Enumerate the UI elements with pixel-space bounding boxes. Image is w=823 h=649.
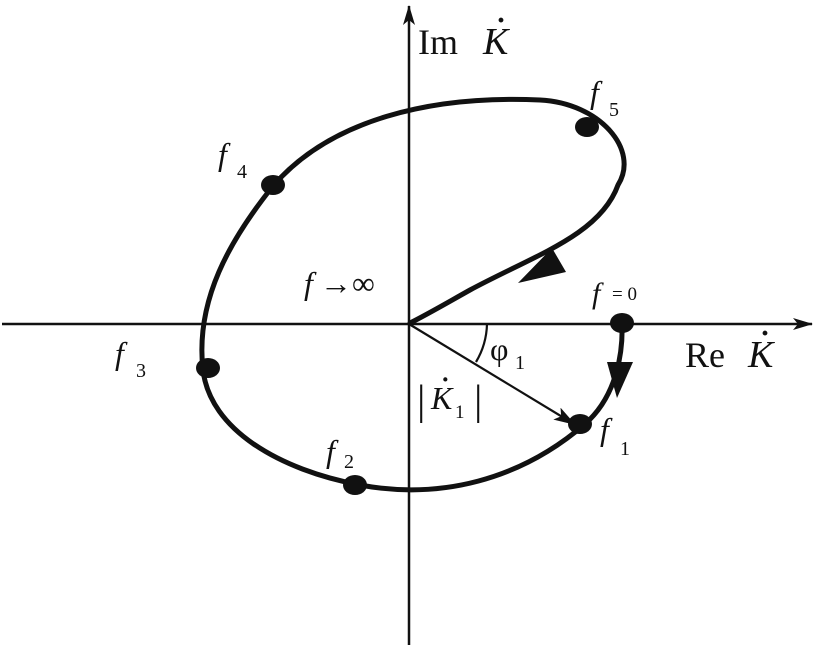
frequency-locus: [199, 96, 627, 493]
label-finf-symbol: f: [304, 265, 317, 301]
phase-angle-arc: [475, 323, 489, 363]
label-f1-symbol: f: [600, 411, 613, 447]
re-axis-k-dot: ·: [760, 317, 770, 350]
re-axis-k: K: [747, 334, 775, 376]
label-f5-index: 5: [609, 99, 619, 121]
phase-symbol: φ: [490, 331, 508, 367]
point-f5: [575, 117, 599, 137]
magnitude-k: K: [430, 380, 454, 416]
point-f0: [610, 313, 634, 333]
im-axis-k: K: [482, 21, 510, 63]
magnitude-k-dot: ·: [441, 365, 450, 394]
label-f4-symbol: f: [218, 136, 231, 172]
magnitude-bar-right: |: [474, 378, 482, 424]
label-f2-symbol: f: [326, 433, 339, 469]
phase-index: 1: [515, 352, 525, 374]
point-f2: [343, 475, 367, 495]
label-f4-index: 4: [237, 161, 247, 183]
re-axis-label: Re: [685, 335, 725, 375]
im-axis-label: Im: [418, 22, 458, 62]
im-axis-k-dot: ·: [496, 4, 506, 37]
label-f3-symbol: f: [115, 335, 128, 371]
label-f0-suffix: = 0: [612, 284, 637, 305]
point-f4: [261, 175, 285, 195]
magnitude-bar-left: |: [417, 378, 425, 424]
label-f3-index: 3: [136, 360, 146, 382]
label-f5-symbol: f: [590, 74, 603, 110]
curve-arrow-upper: [518, 248, 566, 283]
curve-arrow-lower: [607, 362, 633, 398]
label-f1-index: 1: [620, 438, 630, 460]
point-f1: [568, 414, 592, 434]
vector-k1: [408, 323, 576, 426]
label-f2-index: 2: [344, 451, 354, 473]
point-f3: [196, 358, 220, 378]
magnitude-index: 1: [455, 402, 465, 423]
label-f0-symbol: f: [592, 277, 604, 310]
label-finf-suffix: →∞: [320, 265, 375, 301]
